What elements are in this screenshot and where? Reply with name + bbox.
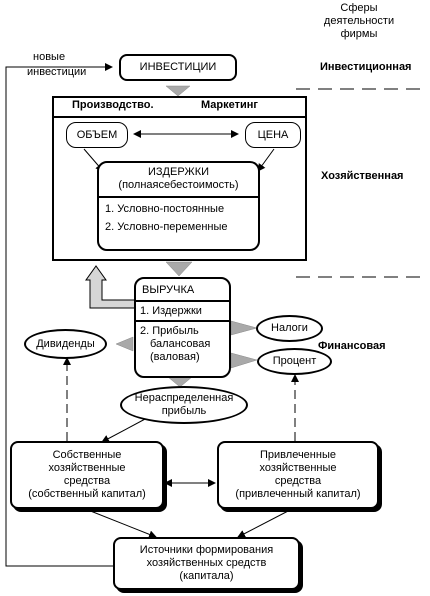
revenue-box: ВЫРУЧКА 1. Издержки 2. Прибыль балансова…: [134, 277, 231, 378]
spheres-header-line-1: Сферы: [340, 2, 378, 14]
interest-ellipse: Процент: [257, 348, 332, 375]
borrowed-funds-line-4: (привлеченный капитал): [235, 488, 361, 500]
sources-line-1: Источники формирования: [139, 544, 274, 556]
production-label: Производство.: [72, 99, 154, 111]
borrowed-funds-line-2: хозяйственные: [259, 462, 337, 474]
price-box: ЦЕНА: [245, 122, 301, 148]
retained-to-own-arrow: [101, 417, 148, 443]
revenue-item-2-line-3: (валовая): [150, 351, 200, 363]
investments-label: ИНВЕСТИЦИИ: [139, 61, 217, 73]
costs-item-1: 1. Условно-постоянные: [105, 203, 225, 215]
own-funds-box: Собственные хозяйственные средства (собс…: [10, 441, 164, 509]
costs-box: ИЗДЕРЖКИ (полнаясебестоимость) 1. Условн…: [97, 161, 260, 251]
spheres-header-line-3: фирмы: [340, 28, 378, 40]
revenue-connector: [165, 261, 193, 277]
own-funds-line-3: средства: [63, 475, 111, 487]
borrowed-funds-line-3: средства: [274, 475, 322, 487]
new-investments-line-2: инвестиции: [27, 66, 87, 78]
revenue-divider-2: [136, 320, 229, 322]
sources-box: Источники формирования хозяйственных сре…: [113, 537, 300, 590]
costs-title: ИЗДЕРЖКИ: [147, 166, 210, 178]
taxes-connector: [230, 320, 258, 336]
spheres-header-line-2: деятельности: [323, 15, 395, 27]
sphere-economic-label: Хозяйственная: [321, 170, 404, 182]
costs-divider: [99, 196, 258, 198]
production-marketing-header: [54, 98, 305, 118]
borrowed-funds-line-1: Привлеченные: [260, 449, 336, 461]
investments-box: ИНВЕСТИЦИИ: [119, 54, 237, 81]
revenue-item-2: 2. Прибыль балансовая (валовая): [136, 325, 229, 364]
revenue-item-2-line-2: балансовая: [150, 338, 211, 350]
taxes-label: Налоги: [271, 322, 308, 334]
dividends-ellipse: Дивиденды: [24, 329, 107, 359]
volume-label: ОБЪЕМ: [76, 128, 118, 141]
sphere-investment-label: Инвестиционная: [320, 61, 412, 73]
own-funds-line-1: Собственные: [52, 449, 122, 461]
price-label: ЦЕНА: [257, 128, 289, 141]
marketing-label: Маркетинг: [201, 99, 258, 111]
production-marketing-block: [52, 96, 307, 261]
interest-label: Процент: [272, 355, 317, 367]
price-to-costs-arrow: [257, 148, 275, 172]
own-funds-line-2: хозяйственные: [48, 462, 126, 474]
spheres-header: Сферы деятельности фирмы: [316, 2, 402, 41]
costs-subtitle: (полнаясебестоимость): [118, 179, 239, 191]
interest-connector: [230, 352, 258, 369]
retained-profit-ellipse: Нераспределенная прибыль: [120, 386, 248, 424]
own-to-sources-arrow: [87, 509, 157, 539]
retained-profit-line-2: прибыль: [161, 405, 207, 417]
taxes-ellipse: Налоги: [256, 315, 323, 342]
sphere-financial-label: Финансовая: [318, 340, 386, 352]
borrowed-funds-box: Привлеченные хозяйственные средства (при…: [217, 441, 379, 509]
revenue-title: ВЫРУЧКА: [142, 284, 195, 296]
costs-item-2: 2. Условно-переменные: [105, 221, 228, 233]
revenue-item-1: 1. Издержки: [140, 305, 202, 317]
sources-line-3: (капитала): [179, 570, 234, 582]
volume-box: ОБЪЕМ: [66, 122, 128, 148]
revenue-divider-1: [136, 300, 229, 302]
new-investments-loop: [5, 63, 113, 567]
borrowed-to-sources-arrow: [237, 509, 291, 538]
new-investments-line-1: новые: [33, 51, 66, 63]
own-funds-line-4: (собственный капитал): [28, 488, 146, 500]
revenue-item-2-line-1: 2. Прибыль: [140, 325, 199, 337]
investments-connector: [165, 85, 191, 97]
new-investments-label: новые инвестиции: [27, 50, 86, 80]
dividends-label: Дивиденды: [36, 337, 95, 350]
dividends-connector: [115, 336, 134, 352]
sources-line-2: хозяйственных средств: [146, 557, 267, 569]
retained-profit-line-1: Нераспределенная: [134, 392, 234, 404]
